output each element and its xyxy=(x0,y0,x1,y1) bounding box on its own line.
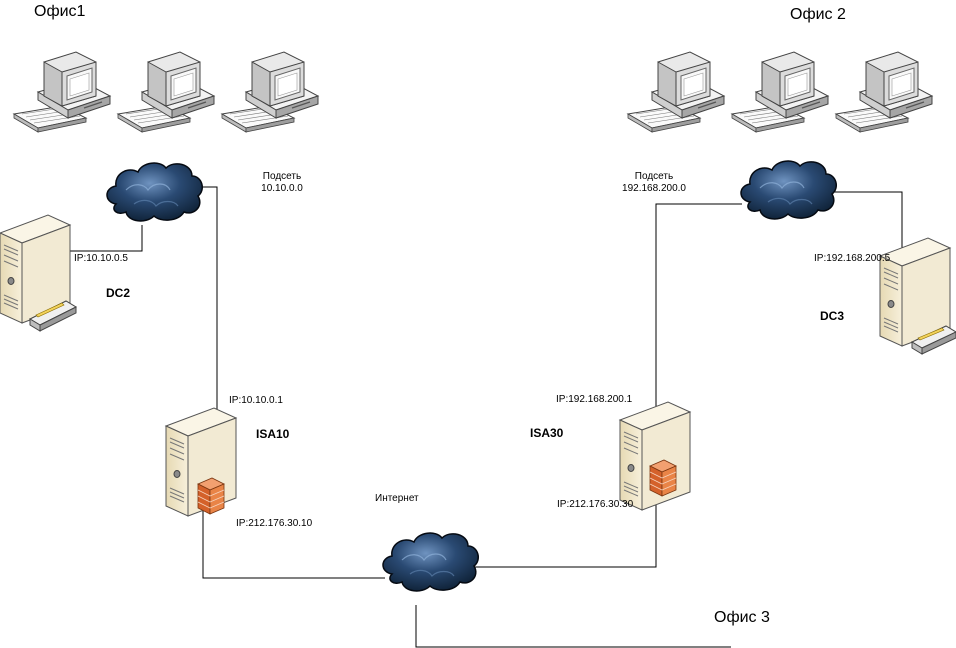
server-icon xyxy=(879,237,956,355)
network-cloud-icon xyxy=(382,532,480,592)
link-isa10-internet xyxy=(202,510,385,579)
server-icon xyxy=(619,401,691,511)
isa10-ip-internal: IP:10.10.0.1 xyxy=(229,395,283,406)
firewall-icon xyxy=(197,477,225,515)
subnet1-value: 10.10.0.0 xyxy=(261,183,303,194)
network-cloud-icon xyxy=(740,160,838,220)
workstation-icon xyxy=(13,51,111,133)
workstation-icon xyxy=(627,51,725,133)
isa30-name: ISA30 xyxy=(530,426,564,440)
internet-label: Интернет xyxy=(375,493,419,504)
link-cloud1-isa10 xyxy=(200,186,218,412)
dc2-ip: IP:10.10.0.5 xyxy=(74,253,128,264)
subnet2-title: Подсеть xyxy=(634,171,674,182)
subnet2-value: 192.168.200.0 xyxy=(622,183,686,194)
workstation-icon xyxy=(835,51,933,133)
dc3-ip: IP:192.168.200.5 xyxy=(814,253,891,264)
office1-label: Офис1 xyxy=(34,3,86,20)
subnet1-title: Подсеть xyxy=(262,171,302,182)
connection-lines xyxy=(70,186,903,648)
isa30-ip-internal: IP:192.168.200.1 xyxy=(556,394,633,405)
dc3-name: DC3 xyxy=(820,309,845,323)
link-internet-isa30 xyxy=(470,492,657,568)
isa10-name: ISA10 xyxy=(256,427,290,441)
workstation-icon xyxy=(221,51,319,133)
firewall-icon xyxy=(649,459,677,497)
link-internet-office3 xyxy=(415,605,731,648)
network-cloud-icon xyxy=(106,162,204,222)
link-cloud2-dc3 xyxy=(830,191,903,255)
link-isa30-cloud2 xyxy=(655,203,742,408)
link-dc2-cloud1 xyxy=(70,225,143,252)
isa10-ip-external: IP:212.176.30.10 xyxy=(236,518,313,529)
dc2-name: DC2 xyxy=(106,286,131,300)
isa30-ip-external: IP:212.176.30.30 xyxy=(557,499,634,510)
workstation-icon xyxy=(731,51,829,133)
server-icon xyxy=(0,214,78,332)
office2-label: Офис 2 xyxy=(790,6,846,23)
office3-label: Офис 3 xyxy=(714,609,770,626)
workstation-icon xyxy=(117,51,215,133)
